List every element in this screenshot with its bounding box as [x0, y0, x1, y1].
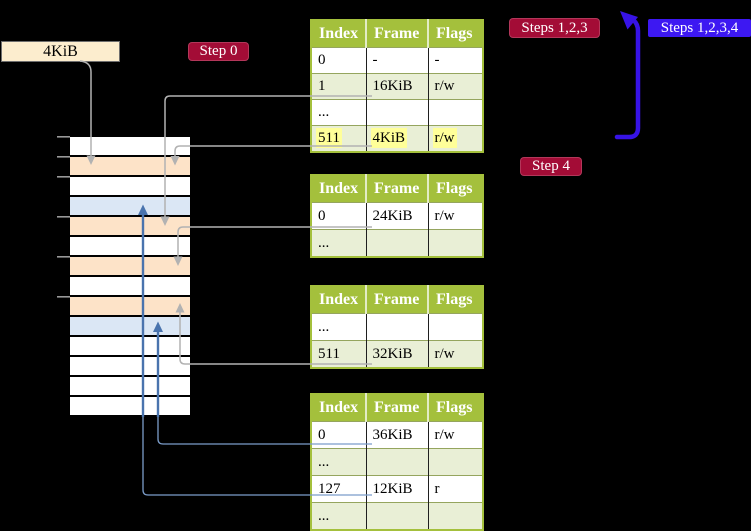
- column-header-index: Index: [311, 175, 366, 203]
- table-row: 1 16KiB r/w: [311, 73, 483, 100]
- table-cell: ...: [311, 229, 366, 257]
- table-header-row: Index Frame Flags: [311, 20, 483, 48]
- column-header-flags: Flags: [427, 175, 483, 203]
- column-header-flags: Flags: [427, 394, 483, 422]
- table-cell: -: [365, 47, 428, 74]
- column-header-flags: Flags: [427, 20, 483, 48]
- step-4-badge: Step 4: [520, 157, 582, 176]
- table-cell: r/w: [427, 73, 483, 100]
- table-row: ...: [311, 313, 483, 341]
- table-cell: r/w: [427, 421, 483, 449]
- table-row: ...: [311, 99, 483, 126]
- table-row: ...: [311, 502, 483, 530]
- steps-123-badge: Steps 1,2,3: [509, 18, 600, 38]
- table-cell: 127: [311, 475, 366, 503]
- table-cell: ...: [311, 502, 366, 530]
- memory-row: [70, 357, 190, 375]
- table-cell: [365, 502, 428, 530]
- memory-row: [70, 137, 190, 155]
- table-row: ...: [311, 448, 483, 476]
- memory-row: [70, 337, 190, 355]
- table-cell: 0: [311, 47, 366, 74]
- table-row: 511 32KiB r/w: [311, 340, 483, 368]
- page-table-4: Index Frame Flags 0 36KiB r/w ... 127 12…: [310, 393, 484, 531]
- column-header-frame: Frame: [365, 286, 428, 314]
- table-cell: -: [427, 47, 483, 74]
- memory-row: [70, 317, 190, 335]
- table-cell: 32KiB: [365, 340, 428, 368]
- table-row: ...: [311, 229, 483, 257]
- memory-row: [70, 397, 190, 415]
- memory-row: [70, 217, 190, 235]
- table-cell: 16KiB: [365, 73, 428, 100]
- table-header-row: Index Frame Flags: [311, 286, 483, 314]
- memory-row: [70, 377, 190, 395]
- page-table-3: Index Frame Flags ... 511 32KiB r/w: [310, 285, 484, 369]
- memory-row: [70, 297, 190, 315]
- table-cell: 511: [311, 125, 366, 152]
- page-table-2: Index Frame Flags 0 24KiB r/w ...: [310, 174, 484, 258]
- column-header-flags: Flags: [427, 286, 483, 314]
- column-header-index: Index: [311, 286, 366, 314]
- table-cell: [427, 99, 483, 126]
- steps-1234-badge: Steps 1,2,3,4: [648, 19, 751, 37]
- table-row-highlighted: 511 4KiB r/w: [311, 125, 483, 152]
- table-cell: [365, 99, 428, 126]
- table-row: 0 - -: [311, 47, 483, 74]
- arrowhead-up-left-icon: [620, 11, 638, 30]
- table-cell: 1: [311, 73, 366, 100]
- table-cell: 511: [311, 340, 366, 368]
- memory-tick-marks: [57, 136, 70, 298]
- memory-row: [70, 157, 190, 175]
- table-cell: [427, 502, 483, 530]
- table-header-row: Index Frame Flags: [311, 394, 483, 422]
- memory-row: [70, 237, 190, 255]
- table-row: 127 12KiB r: [311, 475, 483, 503]
- table-cell: [365, 229, 428, 257]
- table-row: 0 24KiB r/w: [311, 202, 483, 230]
- table-cell: [427, 313, 483, 341]
- memory-row: [70, 177, 190, 195]
- table-cell: ...: [311, 448, 366, 476]
- table-cell: r: [427, 475, 483, 503]
- table-cell: 12KiB: [365, 475, 428, 503]
- table-cell: ...: [311, 99, 366, 126]
- physical-memory-stack: [70, 137, 190, 415]
- memory-row: [70, 257, 190, 275]
- table-cell: 4KiB: [365, 125, 428, 152]
- table-cell: [427, 448, 483, 476]
- step-0-badge: Step 0: [188, 42, 249, 61]
- table-cell: 0: [311, 202, 366, 230]
- steps-loop-arrow: [614, 11, 641, 140]
- table-cell: ...: [311, 313, 366, 341]
- table-cell: [365, 313, 428, 341]
- table-row: 0 36KiB r/w: [311, 421, 483, 449]
- page-table-1: Index Frame Flags 0 - - 1 16KiB r/w ... …: [310, 19, 484, 153]
- table-cell: 0: [311, 421, 366, 449]
- page-size-box: 4KiB: [1, 41, 120, 62]
- column-header-frame: Frame: [365, 20, 428, 48]
- table-cell: [365, 448, 428, 476]
- memory-row: [70, 197, 190, 215]
- table-cell: r/w: [427, 202, 483, 230]
- column-header-frame: Frame: [365, 394, 428, 422]
- memory-row: [70, 277, 190, 295]
- column-header-index: Index: [311, 20, 366, 48]
- column-header-index: Index: [311, 394, 366, 422]
- table-cell: r/w: [427, 340, 483, 368]
- table-header-row: Index Frame Flags: [311, 175, 483, 203]
- column-header-frame: Frame: [365, 175, 428, 203]
- table-cell: 24KiB: [365, 202, 428, 230]
- table-cell: [427, 229, 483, 257]
- table-cell: 36KiB: [365, 421, 428, 449]
- table-cell: r/w: [427, 125, 483, 152]
